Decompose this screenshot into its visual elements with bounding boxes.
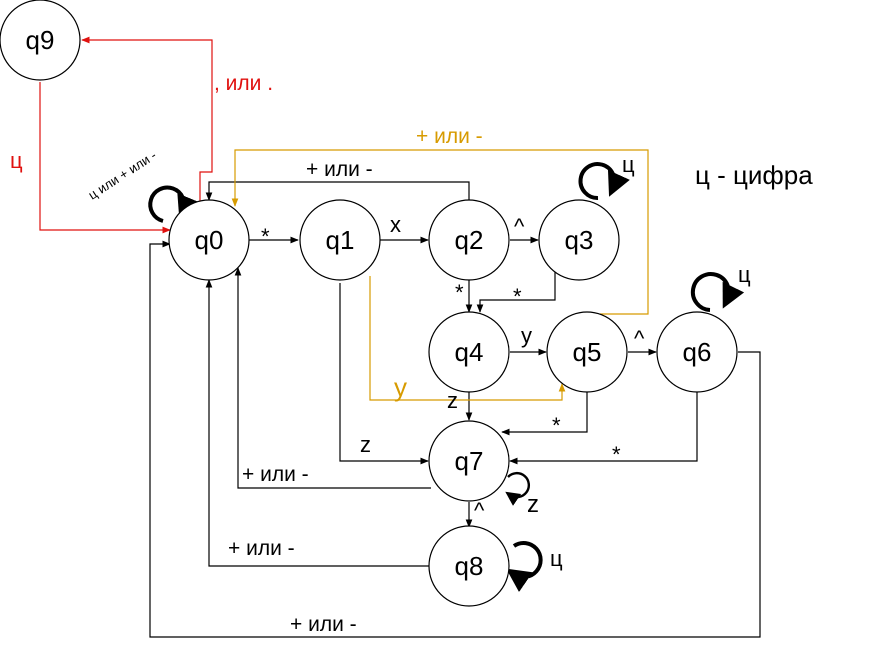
edge-q5-q0 <box>231 149 649 315</box>
edge-q7-q0 <box>234 267 431 489</box>
state-label-q8: q8 <box>455 551 484 581</box>
state-q7[interactable]: q7 <box>428 420 510 502</box>
loop-q3 <box>578 162 630 201</box>
label-q0-q1: * <box>261 224 270 249</box>
label-q1-q5: y <box>394 372 407 402</box>
edge-q6-q7 <box>509 392 698 465</box>
loop-q6 <box>690 272 745 312</box>
label-loop-q6: ц <box>738 262 751 287</box>
label-q5-q6: ^ <box>634 326 645 351</box>
state-q2[interactable]: q2 <box>428 199 510 281</box>
label-q4-q7: z <box>447 388 458 413</box>
loop-q8 <box>506 541 543 593</box>
state-q3[interactable]: q3 <box>538 199 620 281</box>
state-q6[interactable]: q6 <box>656 311 738 393</box>
label-loop-q3: ц <box>622 152 635 177</box>
edge-q0-q9 <box>81 36 213 203</box>
edges-red <box>39 36 213 234</box>
label-q6-q0: + или - <box>290 613 357 636</box>
label-q9-q0: ц <box>10 148 23 173</box>
edge-q3-q4 <box>476 265 556 313</box>
state-label-q3: q3 <box>565 225 594 255</box>
state-label-q7: q7 <box>455 446 484 476</box>
label-q2-q4: * <box>455 280 464 305</box>
state-q0[interactable]: q0 <box>168 199 250 281</box>
edge-q6-q0 <box>149 240 761 638</box>
label-q5-q0: + или - <box>416 125 483 148</box>
state-label-q6: q6 <box>683 337 712 367</box>
edge-q8-q0 <box>205 279 430 567</box>
label-q3-q4: * <box>513 284 522 309</box>
edge-q1-q7 <box>339 283 429 465</box>
label-q8-q0: + или - <box>228 537 295 560</box>
state-label-q0: q0 <box>195 225 224 255</box>
label-q7-q8: ^ <box>474 498 485 523</box>
state-q8[interactable]: q8 <box>428 525 510 607</box>
edge-q1-q5 <box>369 276 566 401</box>
state-label-q9: q9 <box>26 25 55 55</box>
label-q1-q7: z <box>360 432 371 457</box>
label-q6-q7: * <box>612 442 621 467</box>
edge-q2-q0 <box>205 181 470 201</box>
label-q4-q5: y <box>521 323 532 348</box>
label-loop-q7: z <box>527 491 539 518</box>
edge-labels: * x ^ * * y ^ z z * * ^ y + или - + или … <box>10 72 751 636</box>
self-loops <box>148 162 745 593</box>
label-loop-q8: ц <box>550 546 563 571</box>
state-label-q5: q5 <box>573 337 602 367</box>
state-q1[interactable]: q1 <box>299 199 381 281</box>
edge-q9-q0 <box>39 82 171 234</box>
state-q5[interactable]: q5 <box>546 311 628 393</box>
label-q5-q7: * <box>552 413 561 438</box>
legend-text: ц - цифра <box>695 160 813 190</box>
label-q1-q2: x <box>390 212 401 237</box>
loop-q0 <box>148 185 200 223</box>
states: q0 q1 q2 q3 q4 q5 q6 q7 <box>0 0 738 607</box>
label-q0-q9: , или . <box>214 72 273 95</box>
state-q4[interactable]: q4 <box>428 311 510 393</box>
edge-q5-q7 <box>501 392 588 436</box>
edges-black <box>149 181 761 638</box>
label-q7-q0: + или - <box>242 463 309 486</box>
label-loop-q0: ц или + или - <box>85 147 159 202</box>
label-q2-q0: + или - <box>306 158 373 181</box>
state-label-q2: q2 <box>455 225 484 255</box>
label-q2-q3: ^ <box>514 214 525 239</box>
state-label-q4: q4 <box>455 337 484 367</box>
state-q9[interactable]: q9 <box>0 0 81 81</box>
state-label-q1: q1 <box>326 225 355 255</box>
loop-q7 <box>505 471 530 506</box>
edges-gold <box>231 149 649 401</box>
